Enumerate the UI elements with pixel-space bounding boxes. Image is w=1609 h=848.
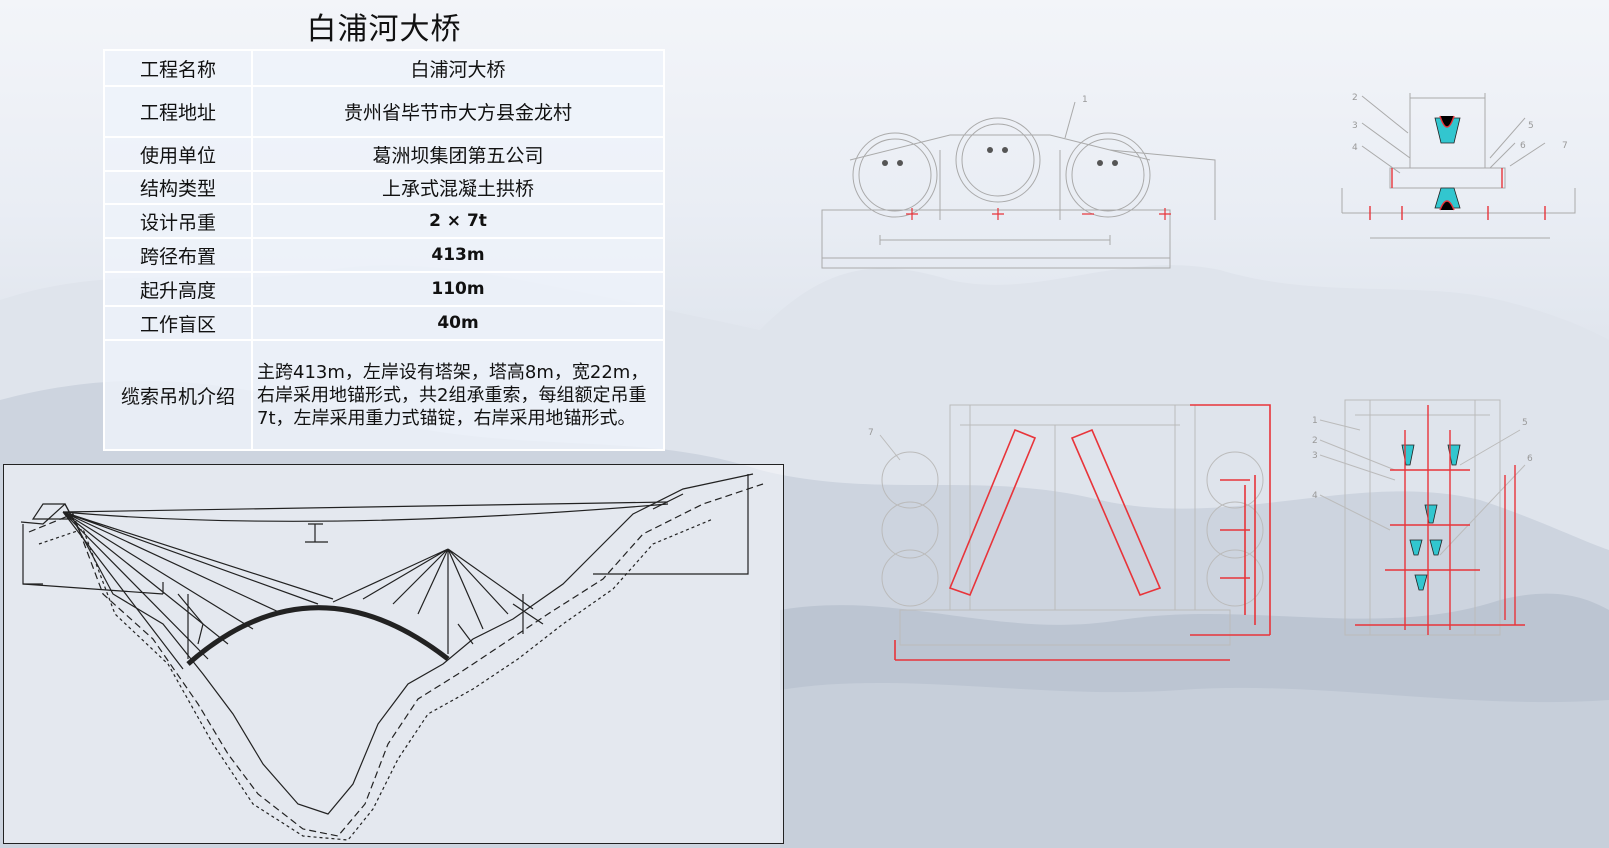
row-value: 110m [251, 271, 665, 307]
saddle-front-view: 7 [868, 404, 1271, 661]
table-row: 工作盲区 40m [103, 305, 665, 341]
table-row: 结构类型 上承式混凝土拱桥 [103, 170, 665, 205]
row-key: 缆索吊机介绍 [103, 339, 253, 451]
row-key: 工作盲区 [103, 305, 253, 341]
row-value: 2 × 7t [251, 203, 665, 239]
label-4: 4 [1352, 143, 1358, 153]
label-2: 2 [1312, 436, 1318, 446]
label-7: 7 [868, 428, 874, 438]
row-value: 葛洲坝集团第五公司 [251, 136, 665, 172]
bridge-info-table: 工程名称 白浦河大桥 工程地址 贵州省毕节市大方县金龙村 使用单位 葛洲坝集团第… [103, 49, 665, 451]
row-value: 上承式混凝土拱桥 [251, 170, 665, 205]
row-value: 主跨413m，左岸设有塔架，塔高8m，宽22m，右岸采用地锚形式，共2组承重索，… [251, 339, 665, 451]
bridge-elevation-frame [3, 464, 784, 844]
trolley-side-view: 1 [821, 95, 1216, 269]
row-value: 白浦河大桥 [251, 49, 665, 87]
row-key: 结构类型 [103, 170, 253, 205]
row-value: 40m [251, 305, 665, 341]
row-key: 设计吊重 [103, 203, 253, 239]
label-7: 7 [1562, 141, 1568, 151]
table-row: 缆索吊机介绍 主跨413m，左岸设有塔架，塔高8m，宽22m，右岸采用地锚形式，… [103, 339, 665, 451]
table-row: 设计吊重 2 × 7t [103, 203, 665, 239]
trolley-end-view: 2 3 4 5 6 7 [1341, 93, 1576, 239]
saddle-side-view: 1 2 3 4 5 6 [1312, 399, 1533, 636]
label-5: 5 [1522, 418, 1528, 428]
label-3: 3 [1312, 451, 1318, 461]
page-title: 白浦河大桥 [306, 12, 462, 47]
row-key: 工程名称 [103, 49, 253, 87]
label-4: 4 [1312, 491, 1318, 501]
label-1: 1 [1082, 95, 1088, 105]
label-6: 6 [1527, 454, 1533, 464]
label-5: 5 [1528, 121, 1534, 131]
row-key: 工程地址 [103, 85, 253, 138]
label-2: 2 [1352, 93, 1358, 103]
row-value: 贵州省毕节市大方县金龙村 [251, 85, 665, 138]
row-key: 使用单位 [103, 136, 253, 172]
label-3: 3 [1352, 121, 1358, 131]
label-6: 6 [1520, 141, 1526, 151]
table-row: 起升高度 110m [103, 271, 665, 307]
table-row: 使用单位 葛洲坝集团第五公司 [103, 136, 665, 172]
row-value: 413m [251, 237, 665, 273]
label-1: 1 [1312, 416, 1318, 426]
table-row: 工程地址 贵州省毕节市大方县金龙村 [103, 85, 665, 138]
bridge-elevation-drawing [20, 473, 764, 841]
table-row: 跨径布置 413m [103, 237, 665, 273]
table-row: 工程名称 白浦河大桥 [103, 49, 665, 87]
row-key: 起升高度 [103, 271, 253, 307]
row-key: 跨径布置 [103, 237, 253, 273]
